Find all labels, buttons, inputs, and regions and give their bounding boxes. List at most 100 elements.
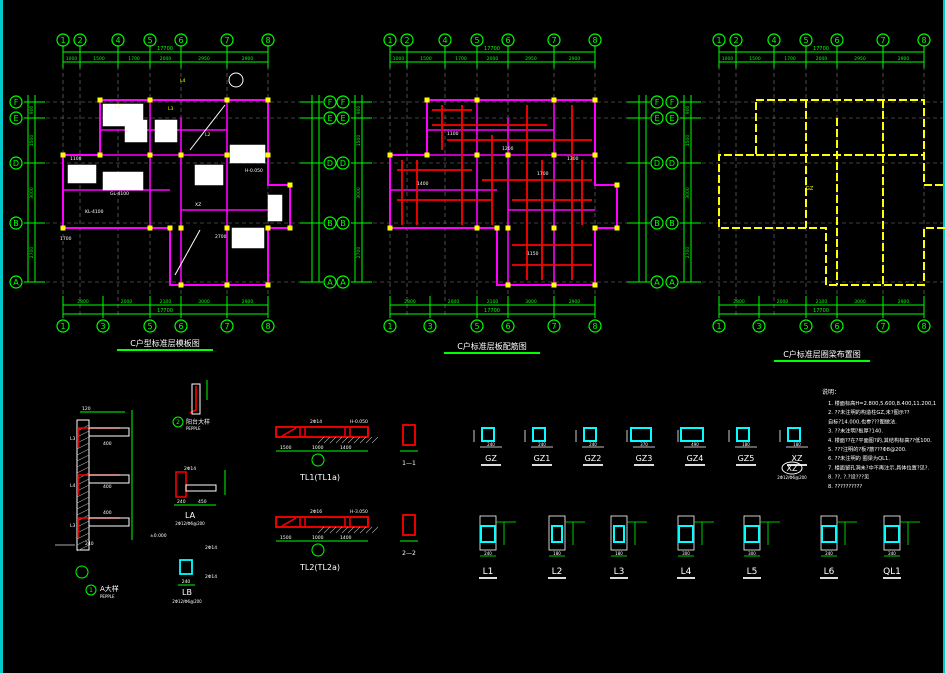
axis-bubble-right-label: E — [654, 114, 659, 123]
detail-label: 240 — [177, 499, 186, 505]
dimension-value: 2900 — [569, 56, 581, 62]
axis-bubble-left-label: D — [669, 159, 675, 168]
note-line: 4. 楼面??在?平面图?的,其结构标高??低100. — [828, 436, 932, 444]
axis-bubble-bottom-label: 7 — [224, 322, 229, 331]
general-notes: 说明：1. 楼面标高H=2.800,5.600,8.400,11.200,12.… — [822, 388, 936, 490]
stirrup — [551, 525, 563, 543]
dimension-value: 300 — [748, 551, 756, 556]
axis-bubble-right-label: F — [655, 98, 660, 107]
stirrup — [583, 427, 597, 442]
beam-name: L3 — [614, 567, 625, 577]
beam-outline — [610, 515, 628, 551]
dimension-value: 180 — [553, 551, 561, 556]
member-label: L1 — [115, 104, 121, 110]
dimension-total: 17700 — [813, 46, 829, 52]
axis-bubble-top-label: 4 — [771, 36, 776, 45]
column-square — [60, 152, 66, 158]
column-square — [614, 182, 620, 188]
member-label: KL-4100 — [85, 209, 104, 215]
axis-bubble-top-circle — [917, 33, 931, 47]
axis-bubble-bottom-circle — [917, 319, 931, 333]
elevation-label: H-3.050 — [350, 509, 368, 515]
axis-bubble-top-circle — [729, 33, 743, 47]
member-label: 2700 — [215, 234, 227, 240]
detail-label: 2Φ14 — [205, 574, 217, 580]
column-square — [592, 152, 598, 158]
rebar-label: 1300 — [567, 156, 579, 162]
dimension-value: 2800 — [404, 299, 416, 305]
axis-bubble-bottom-label: 3 — [100, 322, 105, 331]
axis-bubble-left-label: A — [13, 278, 19, 287]
rebar-bend — [77, 517, 120, 538]
hatch — [323, 436, 331, 444]
detail-label: L4 — [70, 483, 76, 489]
bent-rebar — [281, 517, 297, 527]
section-label: 2—2 — [402, 550, 416, 557]
dimension-value: 2000 — [121, 299, 133, 305]
section-circle — [75, 565, 89, 579]
beam-name: L2 — [552, 567, 563, 577]
member-label: XZ — [195, 202, 201, 208]
note-line: 自标?14.000,也参???图做法. — [828, 417, 897, 425]
floor-plan-2: 1770011000215004170052000629507290081770… — [336, 33, 664, 333]
slab-panel — [229, 144, 266, 164]
axis-bubble-bottom-circle — [876, 319, 890, 333]
hatch — [76, 478, 90, 486]
dimension-value: 2000 — [448, 299, 460, 305]
hatch — [76, 430, 90, 438]
hatch — [347, 436, 355, 444]
axis-bubble-left-circle — [336, 275, 350, 289]
column-square — [224, 97, 230, 103]
hatch — [353, 526, 361, 534]
column-square — [614, 225, 620, 231]
axis-bubble-bottom-circle — [799, 319, 813, 333]
rebar-label: 2Φ16 — [310, 509, 322, 515]
axis-bubble-left-circle — [9, 275, 23, 289]
dimension-value: 1500 — [685, 135, 691, 147]
dimension-value: 3000 — [198, 299, 210, 305]
slab-section — [88, 427, 130, 437]
axis-bubble-bottom-circle — [143, 319, 157, 333]
dimension-value: 1500 — [420, 56, 432, 62]
column-square — [592, 282, 598, 288]
column-square — [505, 282, 511, 288]
column-square — [97, 152, 103, 158]
axis-bubble-right-label: B — [327, 219, 333, 228]
hatch — [76, 472, 90, 480]
dimension-value: 3000 — [29, 187, 35, 199]
hatch — [76, 502, 90, 510]
column-square — [60, 225, 66, 231]
axis-bubble-left-label: F — [341, 98, 346, 107]
axis-bubble-top-circle — [383, 33, 397, 47]
foundation-circle — [311, 543, 325, 557]
axis-bubble-top-label: 6 — [178, 36, 183, 45]
axis-bubble-bottom-label: 8 — [921, 322, 926, 331]
dimension-value: 900 — [29, 106, 35, 115]
hatch — [76, 454, 90, 462]
rebar-bend — [189, 386, 197, 414]
dimension-value: 2100 — [816, 299, 828, 305]
detail-label: 400 — [103, 441, 112, 447]
detail-number: 2 — [176, 419, 180, 426]
axis-bubble-right-circle — [323, 111, 337, 125]
column-name: GZ — [485, 454, 497, 463]
dimension-value: 2100 — [160, 299, 172, 305]
axis-bubble-bottom-circle — [470, 319, 484, 333]
dimension-value: 1700 — [784, 56, 796, 62]
column-square — [287, 182, 293, 188]
axis-bubble-bottom-circle — [712, 319, 726, 333]
dimension-value: 2700 — [29, 247, 35, 259]
hatch — [359, 436, 367, 444]
dimension-value: 1000 — [722, 56, 734, 62]
axis-bubble-bottom-circle — [261, 319, 275, 333]
axis-bubble-right-label: A — [327, 278, 333, 287]
axis-bubble-bottom-circle — [501, 319, 515, 333]
axis-bubble-left-label: F — [670, 98, 675, 107]
axis-bubble-left-circle — [336, 95, 350, 109]
